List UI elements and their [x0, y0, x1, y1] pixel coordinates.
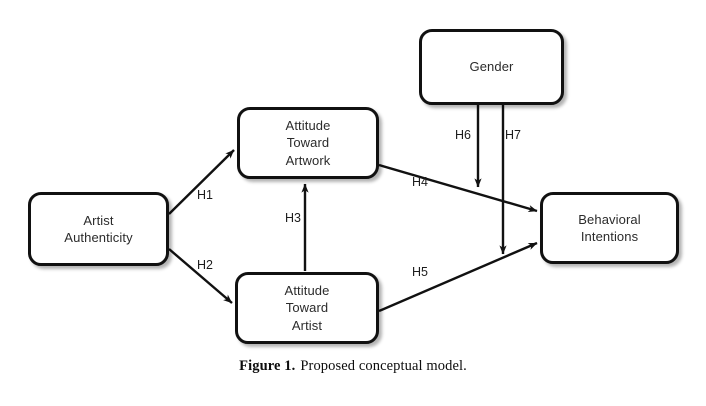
figure-caption-number: Figure 1.: [239, 358, 296, 374]
node-behavioral-intentions: Behavioral Intentions: [540, 192, 679, 264]
figure-caption-text: Proposed conceptual model.: [300, 358, 467, 374]
path-h2-arrow: [168, 248, 233, 304]
node-label-artist-authenticity: Artist Authenticity: [64, 212, 133, 245]
path-label-h5: H5: [412, 265, 428, 279]
path-label-h4: H4: [412, 175, 428, 189]
path-label-h7: H7: [505, 128, 521, 142]
node-gender: Gender: [419, 29, 564, 105]
node-label-attitude-toward-artist: Attitude Toward Artist: [284, 283, 330, 333]
node-label-gender: Gender: [469, 59, 514, 75]
path-label-h3: H3: [285, 211, 301, 225]
path-h5-arrow: [378, 241, 538, 313]
node-label-behavioral-intentions: Behavioral Intentions: [578, 211, 641, 244]
node-attitude-toward-artwork: Attitude Toward Artwork: [237, 107, 379, 179]
node-attitude-toward-artist: Attitude Toward Artist: [235, 272, 379, 344]
path-label-h1: H1: [197, 188, 213, 202]
path-h4-arrow: [378, 163, 538, 213]
node-label-attitude-toward-artwork: Attitude Toward Artwork: [285, 118, 331, 168]
figure-caption: Figure 1.Proposed conceptual model.: [0, 358, 706, 375]
path-h1-arrow: [168, 149, 235, 215]
path-label-h6: H6: [455, 128, 471, 142]
node-artist-authenticity: Artist Authenticity: [28, 192, 169, 266]
path-label-h2: H2: [197, 258, 213, 272]
